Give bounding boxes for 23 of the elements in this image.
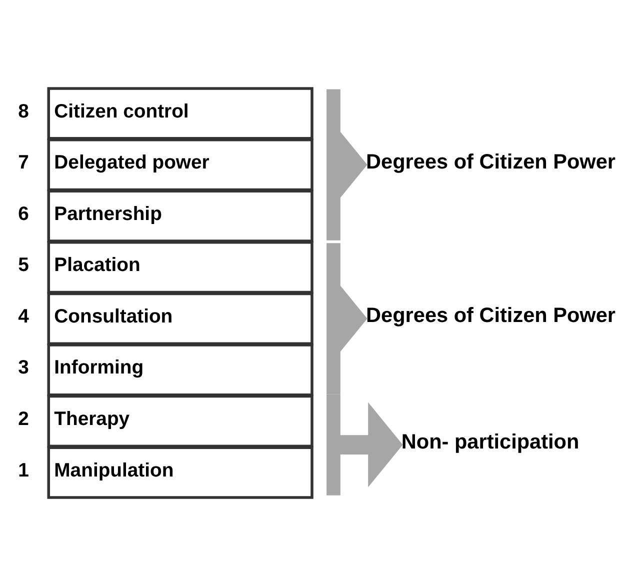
node-box: Citizen control [47,87,314,140]
node-text: Degrees of Citizen Power [366,150,616,174]
node-label: 8 [18,100,29,122]
node-box: Placation [47,241,314,294]
node-text: Degrees of Citizen Power [366,304,616,328]
node-box: Delegated power [47,138,314,192]
node-box: Partnership [47,190,314,242]
node-box: Consultation [47,292,314,345]
node-label: 4 [18,305,29,328]
node-label: 3 [18,356,29,379]
node-label: 2 [18,408,29,430]
node-text: Non- participation [401,430,580,454]
node-box: Informing [47,344,314,396]
node-bar [326,89,340,240]
node-label: 6 [18,202,29,225]
node-bar [326,394,340,496]
node-label: 7 [18,152,29,174]
node-box: Therapy [47,394,314,448]
node-label: 5 [18,254,29,276]
node-box: Manipulation [47,446,314,499]
node-bar [326,243,340,394]
arrow [340,402,403,488]
node-label: 1 [18,459,29,482]
